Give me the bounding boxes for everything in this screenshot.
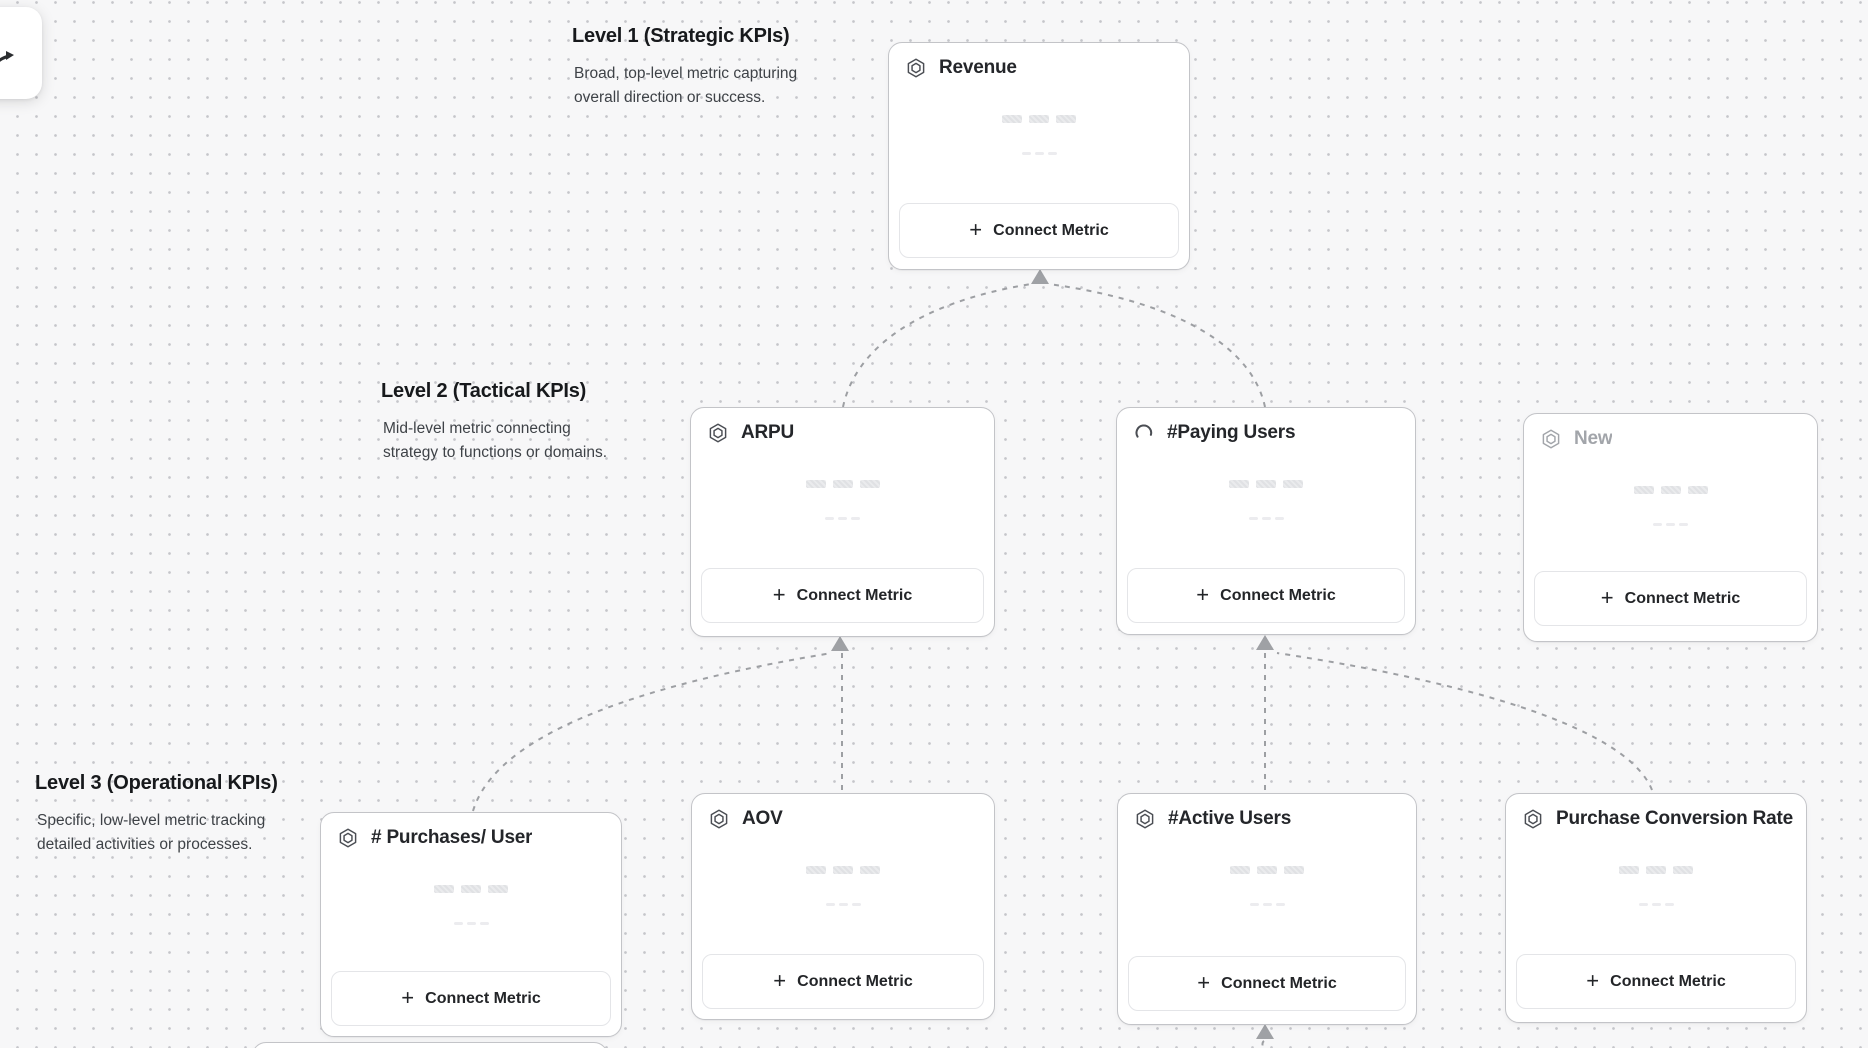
card-header: AOV	[708, 808, 982, 830]
metric-card-purchase-conversion-rate[interactable]: Purchase Conversion Rate + Connect Metri…	[1505, 793, 1807, 1023]
metric-card-paying-users[interactable]: #Paying Users + Connect Metric	[1116, 407, 1416, 635]
metric-card-new[interactable]: New + Connect Metric	[1523, 413, 1818, 642]
level-3-description: Specific, low-level metric tracking deta…	[37, 812, 266, 853]
connector-arpu-revenue	[842, 283, 1032, 408]
plus-icon: +	[772, 581, 786, 607]
connect-metric-button[interactable]: + Connect Metric	[1534, 571, 1807, 626]
metric-card-title: AOV	[742, 808, 783, 829]
plus-icon: +	[1196, 581, 1210, 607]
level-1-label: Level 1 (Strategic KPIs) Broad, top-leve…	[572, 25, 799, 110]
arrowhead-into-arpu	[831, 636, 849, 651]
hexagon-metric-icon	[337, 827, 359, 849]
level-1-title: Level 1 (Strategic KPIs)	[572, 25, 790, 47]
connect-metric-label: Connect Metric	[1220, 586, 1336, 604]
connect-metric-label: Connect Metric	[796, 586, 913, 604]
loading-spinner-icon	[1133, 422, 1155, 444]
plus-icon: +	[1197, 969, 1211, 995]
connect-metric-label: Connect Metric	[1624, 589, 1741, 607]
connect-metric-label: Connect Metric	[797, 972, 913, 990]
metric-card-title: Purchase Conversion Rate	[1556, 808, 1794, 829]
card-header: Revenue	[905, 57, 1177, 79]
connect-metric-button[interactable]: + Connect Metric	[899, 203, 1179, 258]
plus-icon: +	[1600, 584, 1614, 610]
connect-metric-button[interactable]: + Connect Metric	[1516, 954, 1796, 1009]
level-2-description: Mid-level metric connecting strategy to …	[383, 420, 608, 461]
hexagon-metric-icon	[1134, 808, 1156, 830]
card-header: ARPU	[707, 422, 982, 444]
metric-card-title: ARPU	[741, 422, 795, 443]
connect-metric-button[interactable]: + Connect Metric	[702, 954, 984, 1009]
level-2-label: Level 2 (Tactical KPIs) Mid-level metric…	[381, 380, 609, 465]
connect-metric-button[interactable]: + Connect Metric	[1127, 568, 1405, 623]
connect-metric-label: Connect Metric	[1610, 972, 1726, 990]
metric-card-title: Revenue	[939, 57, 1017, 78]
metric-card-title: # Purchases/ User	[371, 827, 533, 848]
plus-icon: +	[969, 216, 983, 242]
card-header: #Paying Users	[1133, 422, 1403, 444]
level-3-label: Level 3 (Operational KPIs) Specific, low…	[35, 772, 278, 857]
connect-metric-button[interactable]: + Connect Metric	[701, 568, 984, 623]
arrowhead-into-revenue	[1031, 269, 1049, 284]
connect-metric-label: Connect Metric	[425, 989, 541, 1007]
metric-card-purchases-per-user[interactable]: # Purchases/ User + Connect Metric	[320, 812, 622, 1037]
metric-skeleton-placeholder	[1118, 866, 1416, 906]
metric-skeleton-placeholder	[889, 115, 1189, 155]
metric-skeleton-placeholder	[691, 480, 994, 520]
metric-skeleton-placeholder	[1117, 480, 1415, 520]
metric-card-title: #Paying Users	[1167, 422, 1296, 443]
connector-pcr-payingusers	[1276, 652, 1653, 791]
arrowhead-into-payingusers	[1256, 635, 1274, 650]
metric-card-active-users[interactable]: #Active Users + Connect Metric	[1117, 793, 1417, 1025]
hexagon-metric-icon	[1540, 428, 1562, 450]
plus-icon: +	[773, 967, 787, 993]
level-1-description: Broad, top-level metric capturing overal…	[574, 65, 798, 106]
metric-card-title: #Active Users	[1168, 808, 1292, 829]
connect-metric-button[interactable]: + Connect Metric	[1128, 956, 1406, 1011]
card-header: Purchase Conversion Rate	[1522, 808, 1794, 830]
metric-skeleton-placeholder	[1524, 486, 1817, 526]
metric-card-revenue[interactable]: Revenue + Connect Metric	[888, 42, 1190, 270]
card-header: New	[1540, 428, 1805, 450]
connect-metric-label: Connect Metric	[1221, 974, 1337, 992]
connector-purchases-arpu	[472, 652, 833, 812]
arrowhead-into-activeusers	[1256, 1024, 1274, 1039]
level-2-title: Level 2 (Tactical KPIs)	[381, 380, 587, 402]
level-3-title: Level 3 (Operational KPIs)	[35, 772, 278, 794]
metric-skeleton-placeholder	[1506, 866, 1806, 906]
connector-payingusers-revenue	[1048, 283, 1266, 408]
hexagon-metric-icon	[708, 808, 730, 830]
connect-metric-label: Connect Metric	[993, 221, 1109, 239]
metric-skeleton-placeholder	[692, 866, 994, 906]
plus-icon: +	[401, 984, 415, 1010]
metric-card-arpu[interactable]: ARPU + Connect Metric	[690, 407, 995, 637]
card-header: #Active Users	[1134, 808, 1404, 830]
card-header: # Purchases/ User	[337, 827, 609, 849]
metric-card-partial-offscreen[interactable]	[252, 1042, 608, 1048]
metric-card-aov[interactable]: AOV + Connect Metric	[691, 793, 995, 1020]
hexagon-metric-icon	[1522, 808, 1544, 830]
metric-skeleton-placeholder	[321, 885, 621, 925]
hexagon-metric-icon	[707, 422, 729, 444]
connector-offscreen-activeusers	[1260, 1040, 1265, 1048]
metric-card-title: New	[1574, 428, 1613, 449]
toolbar-button[interactable]	[0, 7, 42, 99]
hexagon-metric-icon	[905, 57, 927, 79]
connect-metric-button[interactable]: + Connect Metric	[331, 971, 611, 1026]
plus-icon: +	[1586, 967, 1600, 993]
